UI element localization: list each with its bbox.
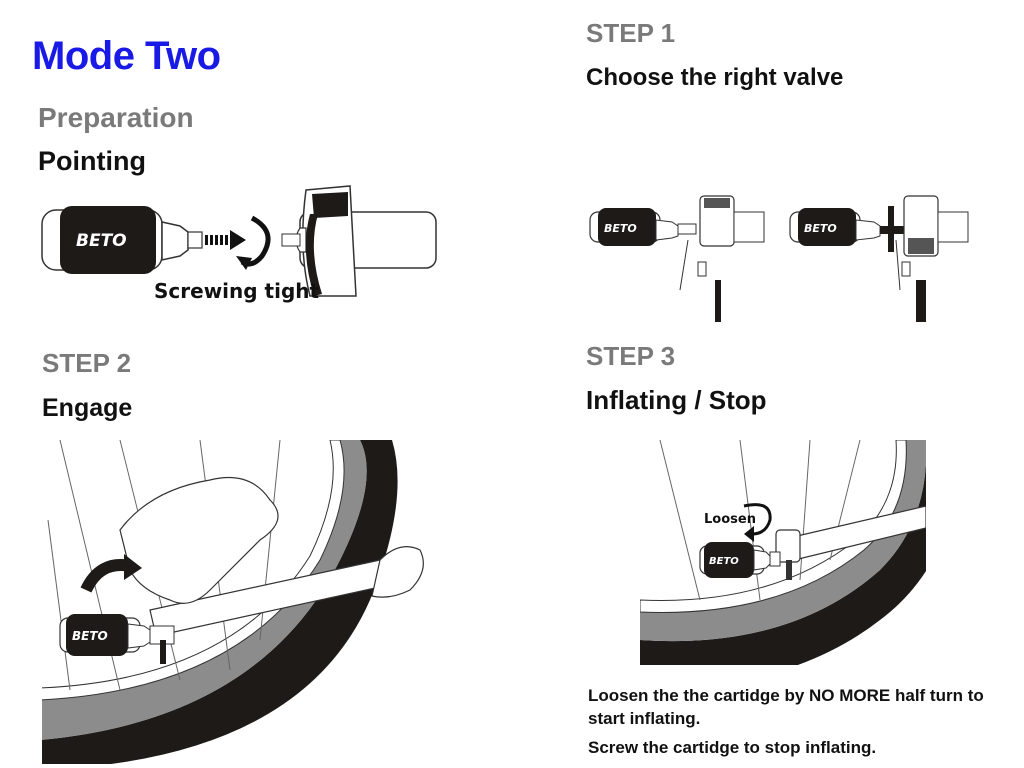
loosen-arrow-icon [743, 503, 772, 542]
page-title: Mode Two [32, 34, 221, 78]
cartridge-brand-2: BETO [804, 222, 837, 235]
cartridge-brand: BETO [76, 231, 127, 251]
screw-rotate-icon [236, 215, 271, 270]
schrader-valve-option: BETO [789, 195, 969, 322]
inflator-on-frame [281, 185, 437, 297]
dotted-arrow-icon [205, 230, 246, 250]
rotate-arrow-icon [80, 554, 142, 593]
step2-subtitle: Engage [42, 394, 133, 422]
cartridge-brand-step3: BETO [709, 556, 739, 567]
presta-valve-option: BETO [589, 195, 765, 322]
instruction-screw: Screw the cartidge to stop inflating. [588, 738, 877, 757]
step1-subtitle: Choose the right valve [586, 64, 844, 91]
loosen-label: Loosen [704, 512, 756, 527]
preparation-label: Preparation [38, 102, 194, 133]
co2-cartridge: BETO [41, 206, 203, 274]
instruction-loosen: Loosen the the cartidge by NO MORE half … [588, 686, 984, 728]
preparation-subtitle: Pointing [38, 146, 146, 176]
cartridge-brand-step2: BETO [72, 629, 108, 643]
step3-label: STEP 3 [586, 341, 676, 371]
step2-label: STEP 2 [42, 348, 132, 378]
step3-subtitle: Inflating / Stop [586, 385, 767, 415]
screwing-tight-caption: Screwing tight [154, 279, 320, 303]
cartridge-brand-1: BETO [604, 222, 637, 235]
step1-label: STEP 1 [586, 18, 676, 48]
